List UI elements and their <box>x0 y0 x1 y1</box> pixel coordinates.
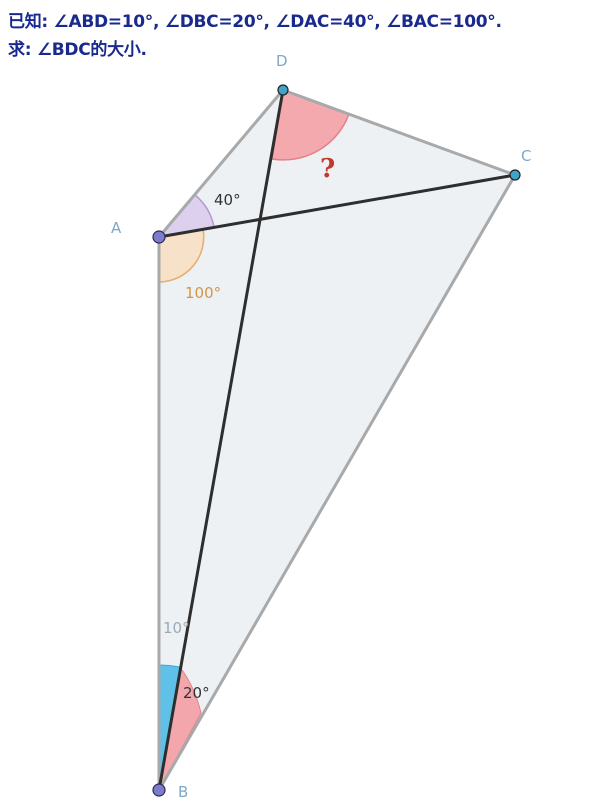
label-b: B <box>178 783 188 800</box>
angle-label-bdc: ? <box>320 154 335 184</box>
angle-label-dac: 40° <box>214 191 241 209</box>
diagonal-ac <box>158 173 516 239</box>
given-line: 已知: ∠ABD=10°, ∠DBC=20°, ∠DAC=40°, ∠BAC=1… <box>8 12 502 32</box>
point-c <box>509 169 521 181</box>
edge-cb <box>157 174 517 791</box>
label-c: C <box>521 147 531 165</box>
angle-wedge-bac <box>158 228 205 283</box>
question-line: 求: ∠BDC的大小. <box>8 40 147 60</box>
diagonal-bd <box>157 89 285 791</box>
angle-label-bac: 100° <box>185 284 221 302</box>
problem-statement: 已知: ∠ABD=10°, ∠DBC=20°, ∠DAC=40°, ∠BAC=1… <box>8 8 608 64</box>
quadrilateral-fill <box>159 90 515 790</box>
angle-label-abd: 10° <box>163 619 190 637</box>
edge-ad <box>157 89 285 238</box>
label-d: D <box>276 52 288 70</box>
angle-label-dbc: 20° <box>183 684 210 702</box>
point-b <box>152 783 166 797</box>
point-d <box>277 84 289 96</box>
point-a <box>152 230 166 244</box>
edge-dc <box>282 88 516 177</box>
label-a: A <box>111 219 122 237</box>
